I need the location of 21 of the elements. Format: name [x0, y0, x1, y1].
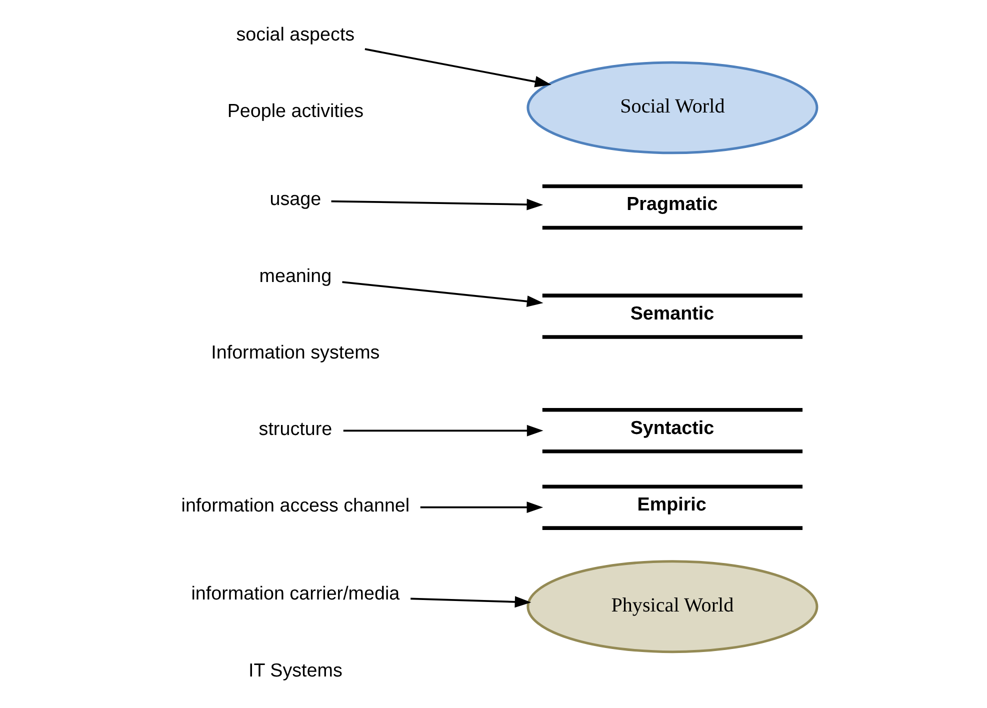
node-text: information carrier/media	[190, 582, 400, 604]
node-text: Syntactic	[630, 416, 714, 438]
arrow	[410, 596, 531, 608]
arrow	[364, 48, 551, 88]
node-ellipse: Physical World	[526, 560, 818, 654]
label: Information systems	[210, 341, 380, 362]
node-text: Empiric	[636, 493, 706, 514]
node-text: structure	[258, 418, 332, 440]
node-text: Semantic	[630, 302, 714, 324]
arrow	[342, 281, 543, 307]
node-text: meaning	[258, 264, 332, 286]
arrow	[342, 424, 543, 436]
arrow	[420, 502, 543, 514]
label: IT Systems	[248, 659, 342, 680]
node-text: information access channel	[180, 494, 410, 516]
label: People activities	[226, 100, 364, 122]
node-ellipse: Social World	[526, 61, 818, 154]
node-text: usage	[269, 188, 321, 210]
arrow	[330, 198, 543, 210]
node-text: Pragmatic	[626, 193, 718, 214]
node-text: social aspects	[236, 23, 354, 44]
